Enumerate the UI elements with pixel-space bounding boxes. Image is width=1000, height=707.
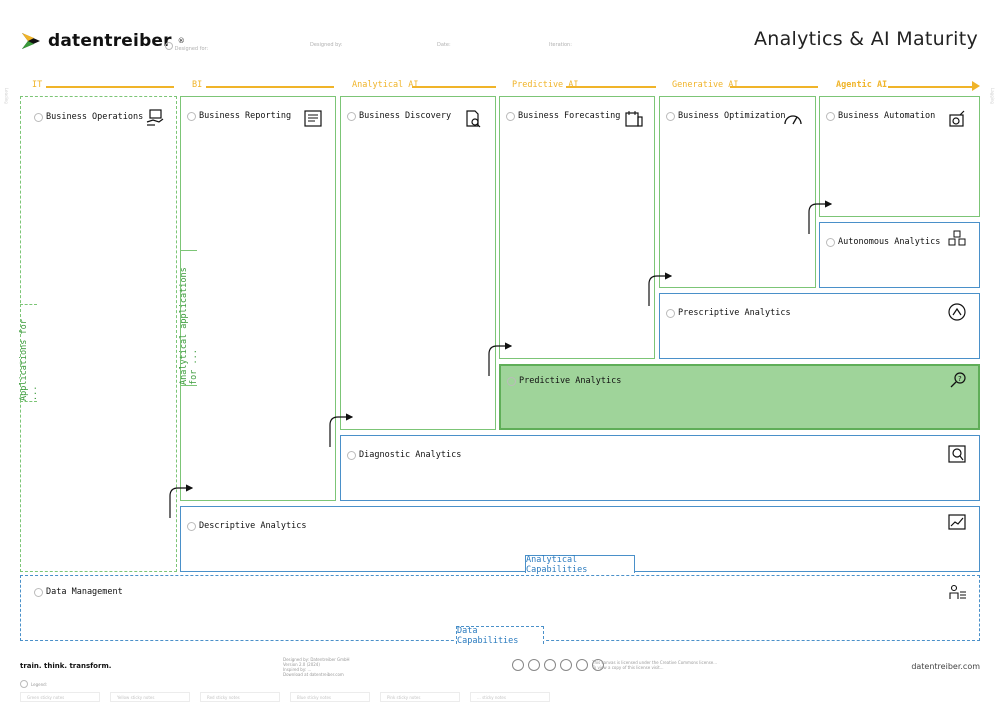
license-text: This canvas is licensed under the Creati… — [592, 660, 718, 670]
report-list-icon — [304, 110, 322, 127]
person-list-icon — [949, 584, 966, 599]
stage-arrow-icon — [972, 81, 980, 91]
brand-logo: datentreiber ® — [20, 30, 185, 52]
box-prescriptive-analytics[interactable]: Prescriptive Analytics — [659, 293, 980, 359]
box-data-management[interactable]: Data Management — [20, 575, 980, 641]
sticky-red[interactable]: Red sticky notes — [200, 692, 280, 702]
datentreiber-logo-icon — [22, 33, 40, 49]
number-icon — [507, 376, 516, 386]
box-business-discovery[interactable]: Business Discovery — [340, 96, 496, 430]
tab-analytical-applications-for[interactable]: Analytical applications for ... — [179, 250, 199, 386]
number-icon — [347, 450, 356, 460]
number-icon — [826, 111, 835, 121]
meta-iteration[interactable]: Iteration: — [549, 42, 572, 48]
sticky-green[interactable]: Green sticky notes — [20, 692, 100, 702]
stage-it: IT — [32, 80, 43, 90]
page-title: Analytics & AI Maturity — [753, 28, 978, 50]
number-icon — [347, 111, 356, 121]
arrow-target-icon — [948, 303, 966, 321]
stage-line — [206, 86, 334, 88]
info-icon — [592, 659, 604, 671]
stage-generative-ai: Generative AI — [672, 80, 739, 90]
tab-analytical-capabilities[interactable]: Analytical Capabilities — [525, 555, 635, 575]
by-icon — [528, 659, 540, 671]
box-business-reporting[interactable]: Business Reporting — [180, 96, 336, 501]
brand-name: datentreiber — [48, 31, 172, 51]
number-icon — [34, 587, 43, 597]
magnifier-question-icon: ? — [950, 372, 966, 388]
calendar-chart-icon — [625, 111, 643, 127]
box-title: Business Operations — [46, 112, 144, 122]
box-business-optimization[interactable]: Business Optimization — [659, 96, 816, 288]
tagline: train. think. transform. — [20, 662, 112, 670]
legend: Legend: — [20, 680, 47, 688]
tab-data-capabilities[interactable]: Data Capabilities — [456, 626, 544, 646]
share-icon — [576, 659, 588, 671]
gear-robot-icon — [949, 110, 965, 127]
stage-line — [412, 86, 496, 88]
number-icon — [666, 111, 675, 121]
box-title: Autonomous Analytics — [838, 237, 941, 247]
number-icon — [34, 112, 43, 122]
number-icon — [506, 111, 515, 121]
box-title: Data Management — [46, 587, 123, 597]
meta-date[interactable]: Date: — [437, 42, 451, 48]
side-tag-right: Lagging — [990, 88, 995, 104]
speedometer-icon — [784, 115, 802, 125]
stage-line — [566, 86, 656, 88]
cubes-network-icon — [948, 230, 966, 246]
license-icons — [512, 659, 604, 671]
box-title: Business Reporting — [199, 111, 292, 121]
stage-line — [730, 86, 818, 88]
cc-icon — [512, 659, 524, 671]
credits: Designed by: Datentreiber GmbH Version 2… — [283, 657, 350, 677]
box-title: Diagnostic Analytics — [359, 450, 462, 460]
brand-registered-mark: ® — [177, 37, 185, 45]
stage-predictive-ai: Predictive AI — [512, 80, 579, 90]
sticky-pink[interactable]: Pink sticky notes — [380, 692, 460, 702]
stage-agentic-ai: Agentic AI — [836, 80, 888, 90]
meta-designed-by[interactable]: Designed by: — [310, 42, 343, 48]
box-title: Business Optimization — [678, 111, 786, 121]
box-business-forecasting[interactable]: Business Forecasting — [499, 96, 655, 359]
nc-icon — [560, 659, 572, 671]
stage-line — [46, 86, 174, 88]
box-business-operations[interactable]: Business Operations — [20, 96, 177, 196]
number-icon — [666, 308, 675, 318]
hand-laptop-icon — [146, 109, 164, 126]
website-link[interactable]: datentreiber.com — [911, 662, 980, 671]
meta-designed-for[interactable]: Designed for: — [165, 42, 208, 52]
box-title: Prescriptive Analytics — [678, 308, 791, 318]
sticky-other[interactable]: ... sticky notes — [470, 692, 550, 702]
tab-applications-for[interactable]: Applications for ... — [19, 304, 39, 402]
sa-icon — [544, 659, 556, 671]
box-title: Business Discovery — [359, 111, 452, 121]
box-autonomous-analytics[interactable]: Autonomous Analytics — [819, 222, 980, 288]
number-icon — [187, 521, 196, 531]
chart-magnifier-icon — [948, 445, 966, 463]
box-title: Predictive Analytics — [519, 376, 622, 386]
box-business-automation[interactable]: Business Automation — [819, 96, 980, 217]
number-icon — [187, 111, 196, 121]
document-search-icon — [466, 110, 481, 128]
sticky-blue[interactable]: Blue sticky notes — [290, 692, 370, 702]
stage-analytical-ai: Analytical AI — [352, 80, 419, 90]
box-title: Descriptive Analytics — [199, 521, 307, 531]
box-diagnostic-analytics[interactable]: Diagnostic Analytics — [340, 435, 980, 501]
trend-chart-icon — [948, 514, 966, 530]
box-predictive-analytics[interactable]: Predictive Analytics ? — [499, 364, 980, 430]
field-number-icon — [165, 42, 173, 50]
side-tag-left: Leading — [4, 88, 9, 104]
sticky-yellow[interactable]: Yellow sticky notes — [110, 692, 190, 702]
number-icon — [20, 680, 28, 688]
stage-bi: BI — [192, 80, 203, 90]
box-title: Business Automation — [838, 111, 936, 121]
number-icon — [826, 237, 835, 247]
stage-line — [888, 86, 972, 88]
svg-text:?: ? — [958, 375, 962, 383]
box-title: Business Forecasting — [518, 111, 621, 121]
